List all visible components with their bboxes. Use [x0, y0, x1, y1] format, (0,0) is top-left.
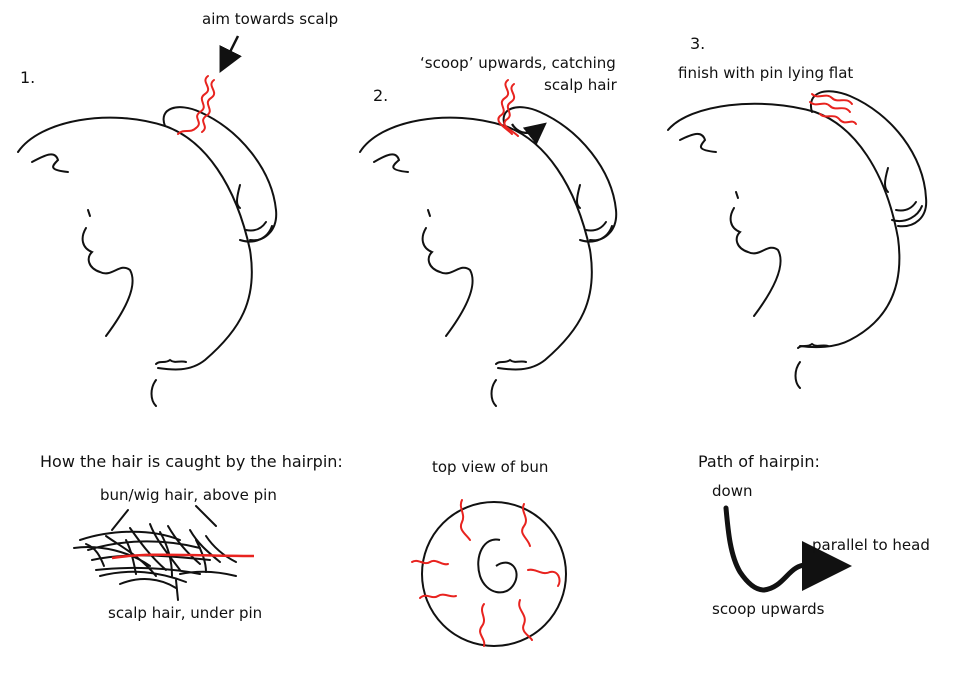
path-down-label: down	[712, 482, 753, 500]
hairpin-step-3	[809, 93, 857, 125]
head-outline-step-2	[359, 106, 618, 407]
path-arrow-down	[723, 505, 767, 593]
caught-heading: How the hair is caught by the hairpin:	[40, 452, 343, 471]
step-3-caption: finish with pin lying flat	[678, 64, 854, 82]
step-2-number: 2.	[373, 86, 389, 105]
bun-top-view	[421, 501, 567, 647]
scoop-arrow-icon	[511, 122, 547, 145]
caught-bottom-label: scalp hair, under pin	[108, 604, 263, 622]
path-heading: Path of hairpin:	[698, 452, 820, 471]
caught-top-label: bun/wig hair, above pin	[100, 486, 277, 504]
step-2-caption-line1: ‘scoop’ upwards, catching	[420, 54, 616, 72]
step-1-number: 1.	[20, 68, 36, 87]
top-view-heading: top view of bun	[432, 458, 549, 476]
path-arrow-scoop	[761, 540, 852, 593]
step-3-number: 3.	[690, 34, 706, 53]
pins-around-bun	[411, 499, 561, 647]
arrow-icon	[219, 35, 242, 73]
step-1-caption: aim towards scalp	[202, 10, 339, 28]
path-parallel-label: parallel to head	[812, 536, 930, 554]
step-2-caption-line2: scalp hair	[544, 76, 617, 94]
head-outline-step-3	[667, 90, 928, 389]
hairpin-step-1	[177, 75, 216, 135]
hairpin-line	[111, 553, 255, 560]
head-outline-step-1	[17, 106, 278, 407]
path-scoop-label: scoop upwards	[712, 600, 825, 618]
hairpin-step-2	[497, 79, 519, 137]
hair-strands	[73, 505, 237, 601]
